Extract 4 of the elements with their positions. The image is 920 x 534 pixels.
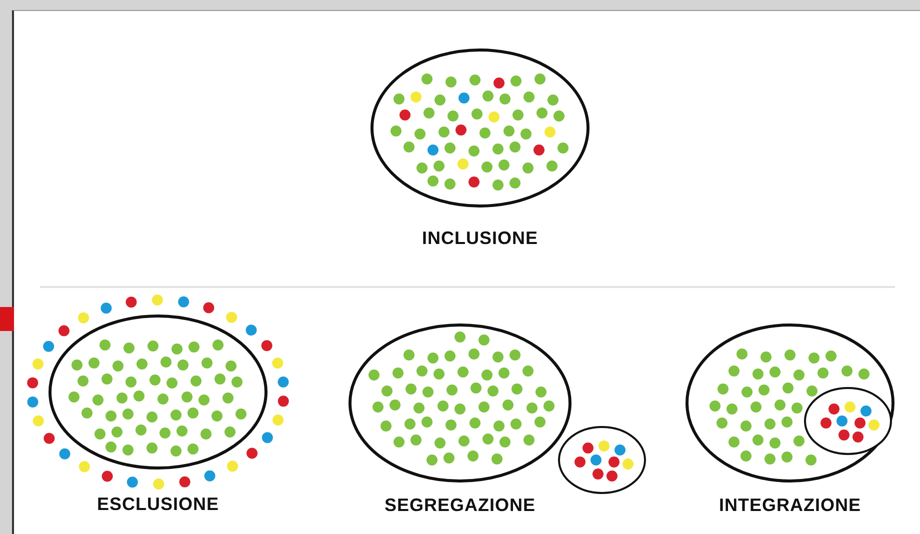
circle-label: ESCLUSIONE <box>96 494 220 515</box>
circle-label: INCLUSIONE <box>422 228 538 249</box>
circle-label: INTEGRAZIONE <box>718 495 861 516</box>
circle-label: SEGREGAZIONE <box>384 495 536 516</box>
